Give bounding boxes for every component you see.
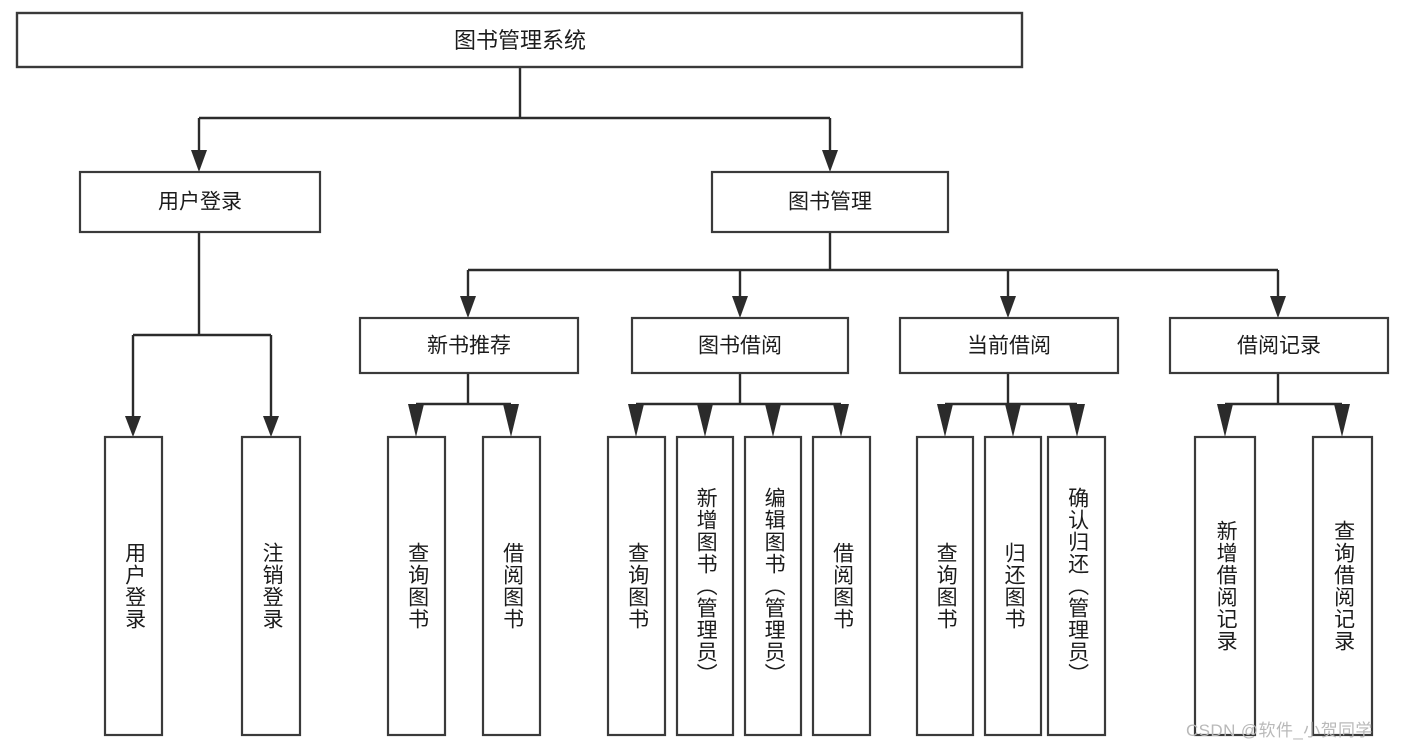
edge-group-book-borrow-to-leaves bbox=[628, 373, 849, 437]
node-new-book-recommend[interactable]: 新书推荐 bbox=[358, 316, 580, 375]
edge-group-current-borrow-to-leaves bbox=[937, 373, 1085, 437]
arrow-leaf-book-borrow-2 bbox=[697, 404, 713, 437]
leaf-box-user-login-1[interactable] bbox=[103, 435, 164, 737]
edge-group-user-login-to-leaves bbox=[125, 232, 279, 437]
leaf-box-book-borrow-3[interactable] bbox=[743, 435, 803, 737]
leaf-box-book-borrow-1[interactable] bbox=[606, 435, 667, 737]
leaf-box-current-borrow-3[interactable] bbox=[1046, 435, 1107, 737]
node-book-borrow[interactable]: 图书借阅 bbox=[630, 316, 850, 375]
edge-group-borrow-record-to-leaves bbox=[1217, 373, 1350, 437]
node-current-borrow-box[interactable] bbox=[898, 316, 1120, 375]
leaf-box-current-borrow-1[interactable] bbox=[915, 435, 975, 737]
node-root-book-management-system[interactable]: 图书管理系统 bbox=[15, 11, 1024, 69]
arrow-leaf-current-borrow-1 bbox=[937, 404, 953, 437]
node-book-borrow-label: 图书借阅 bbox=[698, 335, 782, 358]
arrow-to-borrow-record bbox=[1270, 296, 1286, 318]
edge-group-new-book-recommend-to-leaves bbox=[408, 373, 519, 437]
node-book-management[interactable]: 图书管理 bbox=[710, 170, 950, 234]
leaf-box-current-borrow-2[interactable] bbox=[983, 435, 1043, 737]
arrow-leaf-user-login-2 bbox=[263, 416, 279, 437]
node-new-book-recommend-box[interactable] bbox=[358, 316, 580, 375]
arrow-leaf-current-borrow-2 bbox=[1005, 404, 1021, 437]
arrow-leaf-book-borrow-3 bbox=[765, 404, 781, 437]
arrow-leaf-book-borrow-4 bbox=[833, 404, 849, 437]
node-user-login-box[interactable] bbox=[78, 170, 322, 234]
arrow-to-book-manage bbox=[822, 150, 838, 172]
edge-group-book-manage-to-level3 bbox=[460, 232, 1286, 318]
node-new-book-recommend-label: 新书推荐 bbox=[427, 335, 511, 358]
arrow-leaf-new-book-2 bbox=[503, 404, 519, 437]
node-book-management-box[interactable] bbox=[710, 170, 950, 234]
leaf-box-new-book-1[interactable] bbox=[386, 435, 447, 737]
node-root-box[interactable] bbox=[15, 11, 1024, 69]
node-borrow-record-box[interactable] bbox=[1168, 316, 1390, 375]
leaf-boxes bbox=[103, 435, 1374, 737]
leaf-box-new-book-2[interactable] bbox=[481, 435, 542, 737]
leaf-box-borrow-record-2[interactable] bbox=[1311, 435, 1374, 737]
arrow-to-current-borrow bbox=[1000, 296, 1016, 318]
edge-group-root-to-level2 bbox=[191, 67, 838, 172]
leaf-box-user-login-2[interactable] bbox=[240, 435, 302, 737]
node-borrow-record[interactable]: 借阅记录 bbox=[1168, 316, 1390, 375]
arrow-leaf-borrow-record-1 bbox=[1217, 404, 1233, 437]
node-current-borrow[interactable]: 当前借阅 bbox=[898, 316, 1120, 375]
watermark-text: CSDN @软件_小贺同学 bbox=[1186, 721, 1373, 740]
node-root-label: 图书管理系统 bbox=[454, 28, 586, 53]
leaf-box-book-borrow-2[interactable] bbox=[675, 435, 735, 737]
node-borrow-record-label: 借阅记录 bbox=[1237, 335, 1321, 358]
node-current-borrow-label: 当前借阅 bbox=[967, 335, 1051, 358]
node-user-login-label: 用户登录 bbox=[158, 191, 242, 214]
arrow-to-book-borrow bbox=[732, 296, 748, 318]
arrow-leaf-book-borrow-1 bbox=[628, 404, 644, 437]
node-book-borrow-box[interactable] bbox=[630, 316, 850, 375]
arrow-leaf-user-login-1 bbox=[125, 416, 141, 437]
leaf-box-book-borrow-4[interactable] bbox=[811, 435, 872, 737]
node-user-login[interactable]: 用户登录 bbox=[78, 170, 322, 234]
arrow-leaf-new-book-1 bbox=[408, 404, 424, 437]
node-book-management-label: 图书管理 bbox=[788, 191, 872, 214]
arrow-leaf-current-borrow-3 bbox=[1069, 404, 1085, 437]
arrow-to-new-book-recommend bbox=[460, 296, 476, 318]
leaf-box-borrow-record-1[interactable] bbox=[1193, 435, 1257, 737]
arrow-leaf-borrow-record-2 bbox=[1334, 404, 1350, 437]
arrow-to-user-login bbox=[191, 150, 207, 172]
